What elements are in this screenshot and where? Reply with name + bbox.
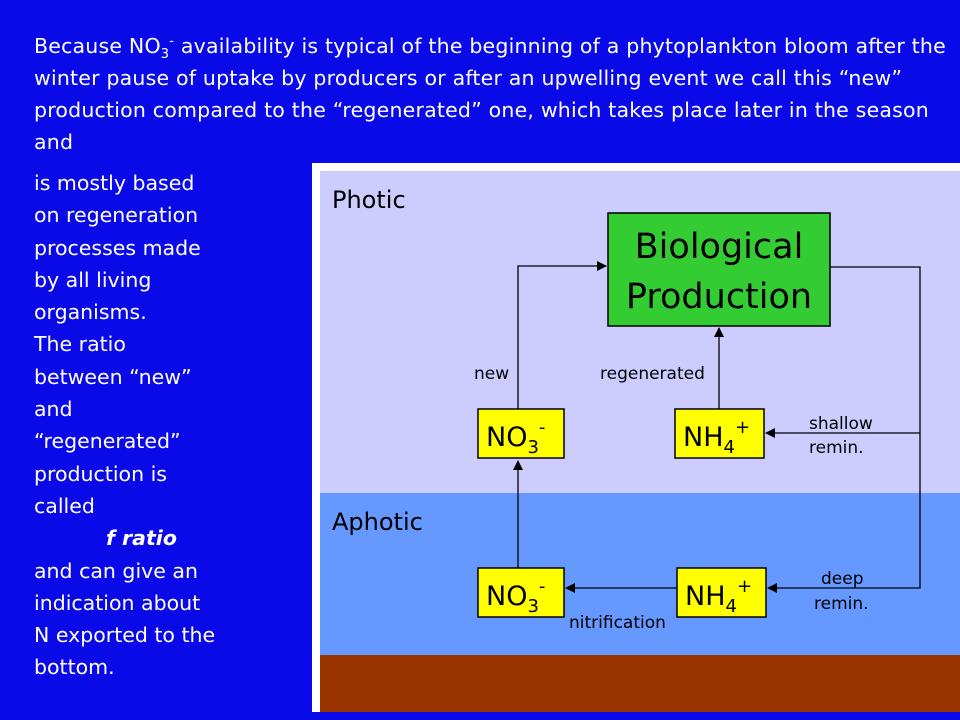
shallow-remin-arrow — [765, 266, 921, 438]
side-line: “regenerated” — [34, 429, 181, 454]
new-label: new — [474, 364, 509, 384]
side-line: indication about — [34, 590, 201, 615]
side-line: called — [34, 493, 95, 518]
side-line: and can give an — [34, 558, 198, 583]
nh4-photic-box — [674, 408, 765, 459]
sediment-layer — [320, 655, 960, 712]
side-line: on regeneration — [34, 203, 199, 228]
new-production-arrow — [517, 261, 607, 409]
side-line: is mostly based — [34, 171, 195, 195]
deep-remin-label-1: deep — [821, 569, 864, 589]
intro-text-start: Because NO — [34, 34, 161, 58]
nh4-aphotic-label: NH4+ — [685, 576, 752, 617]
side-line: bottom. — [34, 655, 115, 680]
side-paragraph: is mostly based on regeneration processe… — [34, 167, 304, 684]
side-line: The ratio — [34, 332, 126, 357]
biological-production-box — [607, 212, 831, 327]
intro-superscript: - — [169, 34, 175, 50]
no3-aphotic-box — [477, 567, 565, 618]
shallow-remin-label-2: remin. — [809, 438, 864, 458]
aphotic-zone — [320, 493, 960, 655]
bio-box-line-2: Production — [626, 277, 812, 317]
figure-bottom-strip — [312, 712, 960, 720]
intro-text-rest: availability is typical of the beginning… — [34, 34, 946, 154]
bio-box-line-1: Biological — [635, 227, 804, 267]
intro-subscript: 3 — [160, 47, 170, 63]
no3-photic-label: NO3- — [486, 417, 545, 458]
deep-remin-label-2: remin. — [814, 594, 869, 614]
side-line: production is — [34, 461, 167, 486]
deep-remin-arrow — [767, 433, 921, 593]
no3-aphotic-label: NO3- — [486, 576, 545, 617]
side-line: by all living — [34, 267, 152, 292]
intro-paragraph: Because NO3- availability is typical of … — [34, 30, 952, 158]
nitrogen-cycle-diagram: Photic Aphotic Biological Production NO3… — [312, 171, 960, 720]
nitrogen-cycle-figure: Photic Aphotic Biological Production NO3… — [312, 163, 960, 720]
side-line: between “new” — [34, 364, 192, 389]
regenerated-label: regenerated — [600, 364, 705, 384]
nitrification-label: nitrification — [569, 613, 666, 633]
side-line: organisms. — [34, 300, 147, 325]
shallow-remin-label-1: shallow — [809, 414, 873, 434]
nh4-photic-label: NH4+ — [683, 417, 750, 458]
f-ratio-term: f ratio — [106, 526, 177, 551]
aphotic-label: Aphotic — [332, 508, 423, 536]
side-line: and — [34, 397, 73, 422]
no3-photic-box — [477, 408, 565, 459]
side-line: N exported to the — [34, 623, 216, 648]
photic-label: Photic — [332, 186, 406, 214]
nh4-aphotic-box — [676, 567, 767, 618]
side-line: processes made — [34, 235, 201, 260]
